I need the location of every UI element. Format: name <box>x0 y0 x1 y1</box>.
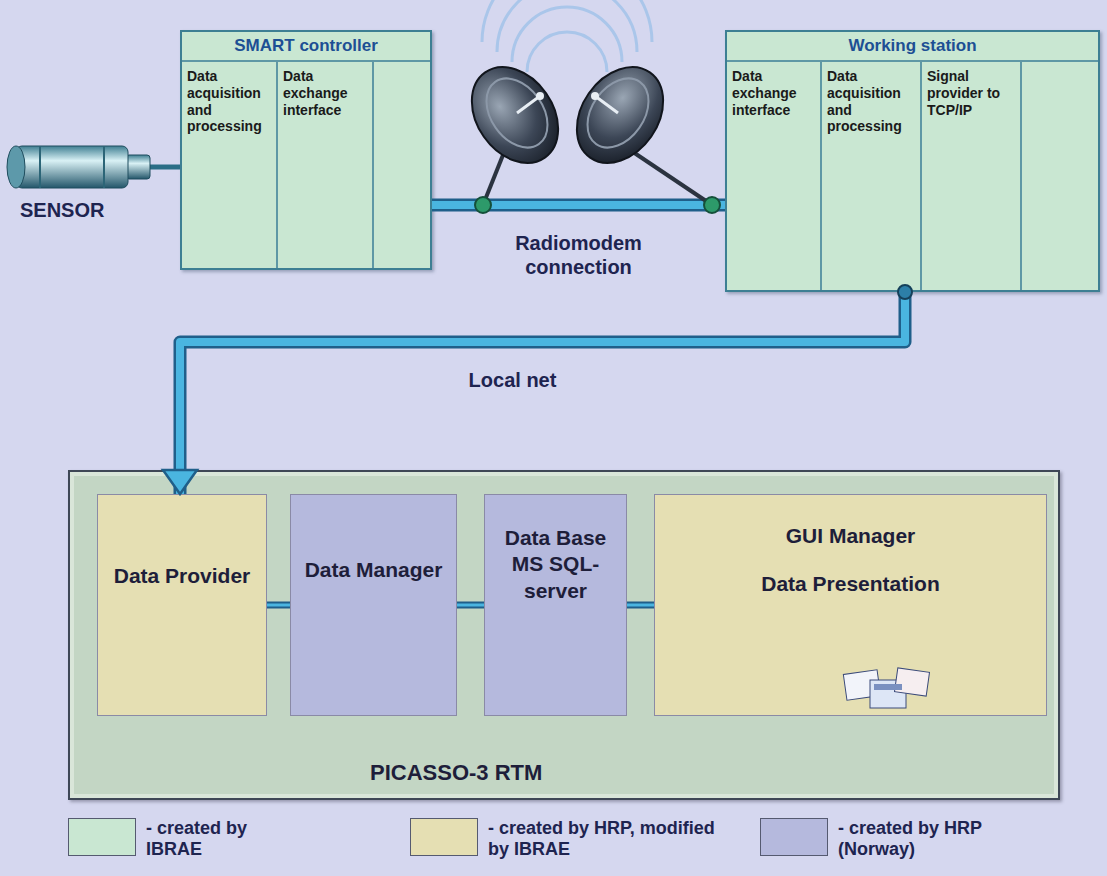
node-label: Data Base MS SQL-server <box>493 525 618 604</box>
dish-feed-tip <box>536 92 544 100</box>
panel-title: SMART controller <box>182 32 430 62</box>
legend-swatch <box>760 818 828 856</box>
function-column: Data acquisition and processing <box>182 62 278 268</box>
wave-arc <box>512 7 622 62</box>
connector <box>457 604 484 607</box>
node-label: Data Manager <box>305 557 443 583</box>
connector <box>432 201 725 209</box>
dish-stand <box>483 150 505 205</box>
screen-icon <box>870 680 906 708</box>
connector-outline <box>627 602 654 609</box>
module-box: Data Provider <box>97 494 267 716</box>
panel-title: Working station <box>727 32 1098 62</box>
node-label: Data exchange interface <box>283 68 367 118</box>
dish-feed <box>595 96 618 113</box>
right-dish <box>559 51 712 205</box>
node-label: Data Presentation <box>761 571 940 597</box>
function-column: Data acquisition and processing <box>822 62 922 290</box>
node-label: Signal provider to TCP/IP <box>927 68 1015 118</box>
legend-swatch <box>68 818 136 856</box>
node-label: PICASSO-3 RTM <box>370 760 542 786</box>
dish-rim <box>575 67 661 159</box>
sensor-cap <box>7 146 25 188</box>
connector-outline <box>267 602 290 609</box>
dish-feed <box>517 96 540 113</box>
screen-icon <box>843 670 880 700</box>
function-column: Signal provider to TCP/IP <box>922 62 1022 290</box>
module-box: Data Base MS SQL-server <box>484 494 627 716</box>
connector-outline <box>457 602 484 609</box>
arrow-head <box>163 470 197 494</box>
station-panel: Working stationData exchange interfaceDa… <box>725 30 1100 292</box>
left-dish <box>454 51 576 205</box>
connector-dot <box>475 197 491 213</box>
wave-arc <box>482 0 652 42</box>
screen-icon <box>894 668 929 696</box>
function-column: Data exchange interface <box>727 62 822 290</box>
node-label: Data Provider <box>114 563 251 589</box>
system-box: PICASSO-3 RTMData ProviderData ManagerDa… <box>68 470 1060 800</box>
node-label: Data acquisition and processing <box>187 68 271 135</box>
connector-outline <box>432 199 725 212</box>
sensor-illustration <box>7 146 180 188</box>
screens-icon <box>843 668 929 708</box>
module-box: Data Manager <box>290 494 457 716</box>
connector <box>180 292 905 494</box>
node-label: Data acquisition and processing <box>827 68 915 135</box>
dish-rim <box>474 67 560 159</box>
sensor-ring <box>40 146 104 188</box>
legend-label: - created by HRP, modified by IBRAE <box>488 818 728 859</box>
sensor-wire <box>148 165 180 170</box>
sensor-nozzle <box>126 155 150 179</box>
legend-swatch <box>410 818 478 856</box>
connector-label: Radiomodem connection <box>504 231 654 279</box>
connector-label: Local net <box>438 368 588 392</box>
wave-arc <box>497 0 637 52</box>
wave-arc <box>527 32 607 72</box>
dish-stand <box>630 150 712 205</box>
dish-bowl <box>454 51 576 180</box>
dish-feed-tip <box>591 92 599 100</box>
dish-bowl <box>559 51 681 180</box>
connector-dot <box>898 285 912 299</box>
radio-waves <box>482 0 652 72</box>
screen-bar <box>874 684 902 690</box>
module-box: GUI ManagerData Presentation <box>654 494 1047 716</box>
connector-dot <box>704 197 720 213</box>
connector-outline <box>180 292 905 494</box>
node-label: Data exchange interface <box>732 68 815 118</box>
station-panel: SMART controllerData acquisition and pro… <box>180 30 432 270</box>
connector <box>267 604 290 607</box>
part-label: SENSOR <box>20 198 104 222</box>
node-label: GUI Manager <box>786 523 916 549</box>
function-column: Data exchange interface <box>278 62 374 268</box>
sensor-body <box>16 146 128 188</box>
legend-label: - created by HRP (Norway) <box>838 818 1038 859</box>
legend-label: - created by IBRAE <box>146 818 266 859</box>
connector <box>627 604 654 607</box>
